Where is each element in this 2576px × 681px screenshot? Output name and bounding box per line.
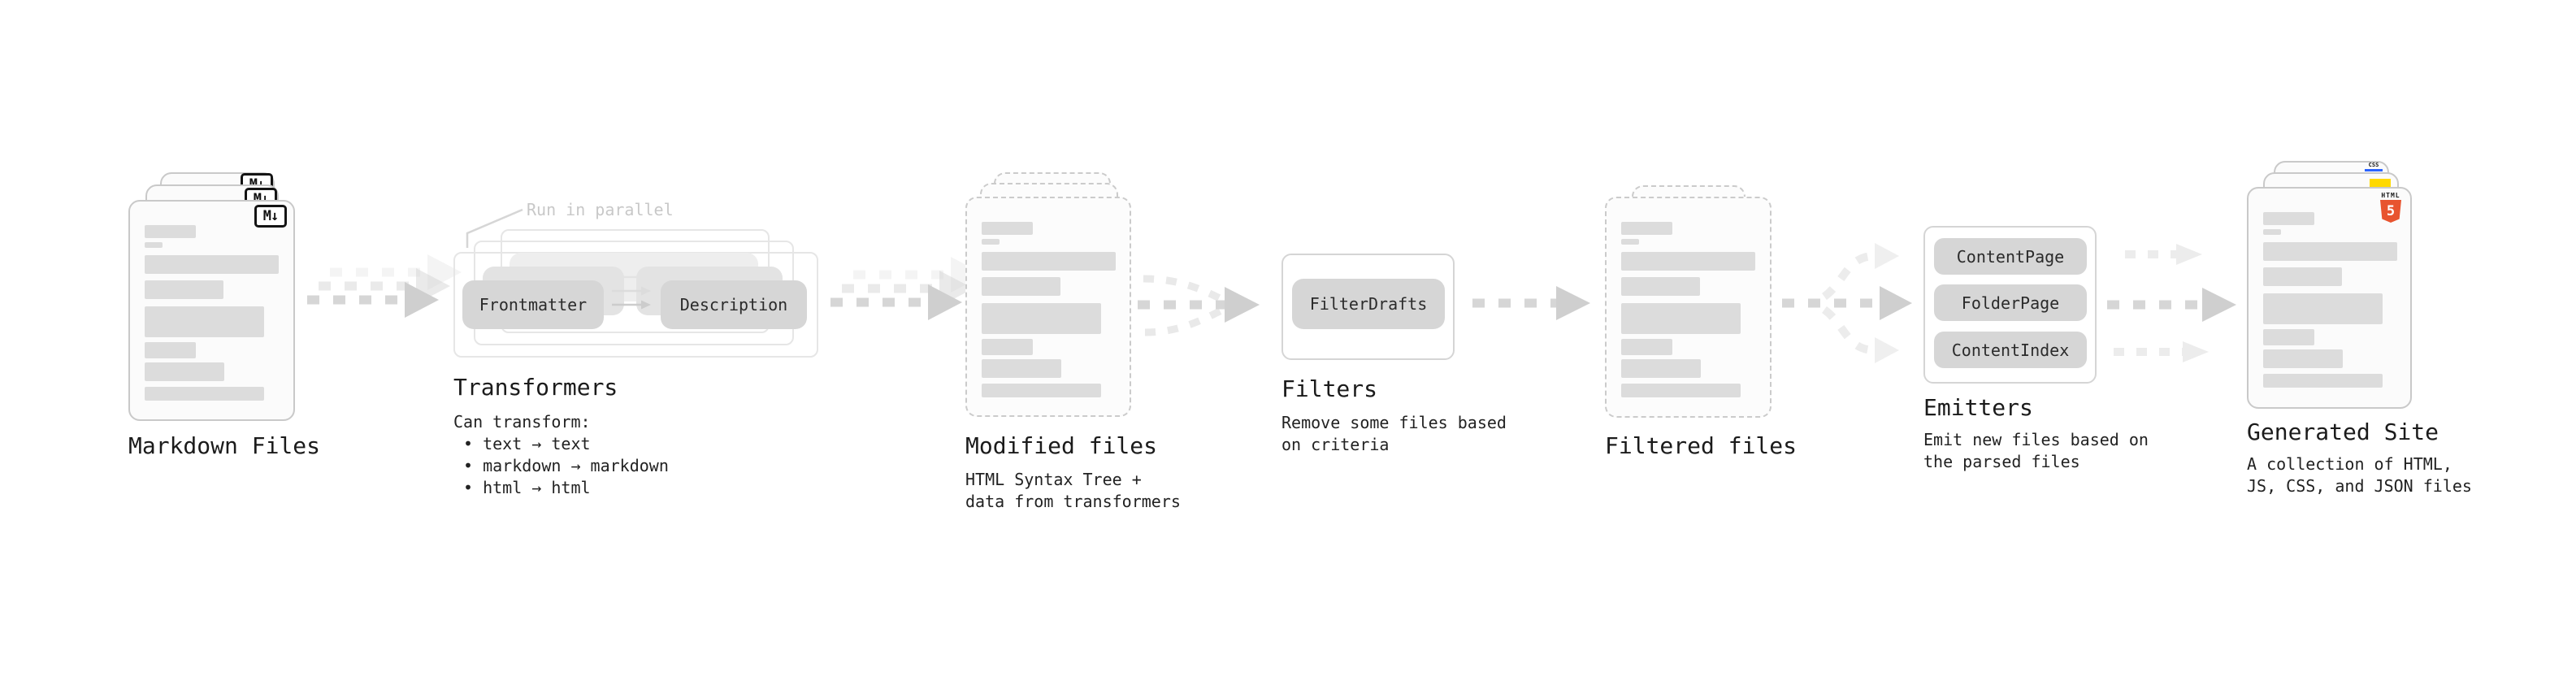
doc-text-bar	[982, 222, 1033, 235]
doc-text-bar	[2263, 242, 2397, 261]
filtered-files-label: Filtered files	[1605, 432, 1798, 459]
doc-text-bar	[982, 239, 1000, 245]
desc-line: JS, CSS, and JSON files	[2247, 476, 2472, 496]
doc-text-bar	[1621, 222, 1672, 235]
doc-text-bar	[1621, 239, 1639, 245]
arrow-merge-modified-to-filters	[1138, 275, 1260, 336]
modified-files-description: HTML Syntax Tree + data from transformer…	[965, 469, 1181, 513]
doc-text-bar	[145, 362, 224, 381]
doc-text-bar	[145, 306, 264, 337]
transformers-description: Can transform: text → text markdown → ma…	[453, 411, 669, 499]
description-pill: Description	[661, 280, 807, 329]
desc-line: on criteria	[1281, 435, 1390, 454]
generated-site-description: A collection of HTML, JS, CSS, and JSON …	[2247, 453, 2472, 497]
doc-text-bar	[982, 359, 1061, 378]
run-in-parallel-callout: Run in parallel	[527, 200, 674, 219]
html5-icon-number: 5	[2386, 203, 2396, 219]
doc-text-bar	[145, 387, 264, 401]
arrows-emitters-to-generated	[2107, 244, 2236, 362]
filters-description: Remove some files based on criteria	[1281, 412, 1507, 456]
arrow-filters-to-filtered	[1472, 286, 1590, 320]
doc-text-bar	[982, 384, 1101, 397]
arrow-markdown-to-transformers	[307, 254, 462, 318]
filterdrafts-pill: FilterDrafts	[1292, 279, 1445, 329]
modified-files-label: Modified files	[965, 432, 1158, 459]
desc-line: Emit new files based on	[1923, 430, 2149, 449]
doc-text-bar	[982, 303, 1101, 334]
doc-text-bar	[2263, 267, 2342, 286]
js-icon	[2370, 179, 2391, 188]
doc-text-bar	[1621, 359, 1701, 378]
css-icon-word: CSS	[2368, 162, 2379, 168]
contentindex-pill: ContentIndex	[1934, 332, 2087, 368]
desc-line: A collection of HTML,	[2247, 454, 2452, 474]
doc-text-bar	[982, 252, 1116, 271]
transform-flow-arrow	[612, 300, 651, 310]
desc-line: Remove some files based	[1281, 413, 1507, 432]
doc-text-bar	[1621, 303, 1741, 334]
emitters-description: Emit new files based on the parsed files	[1923, 429, 2149, 473]
frontmatter-pill: Frontmatter	[462, 280, 604, 329]
doc-text-bar	[1621, 252, 1755, 271]
folderpage-pill: FolderPage	[1934, 284, 2087, 321]
css-icon-bar	[2365, 169, 2383, 171]
markdown-icon: M↓	[254, 205, 287, 228]
generated-site-label: Generated Site	[2247, 419, 2439, 445]
doc-text-bar	[145, 342, 196, 358]
doc-text-bar	[2263, 229, 2281, 235]
transform-flow-arrow	[612, 272, 651, 282]
transformers-desc-title: Can transform:	[453, 412, 591, 432]
doc-text-bar	[1621, 277, 1700, 296]
modified-file-front	[965, 197, 1131, 417]
doc-text-bar	[2263, 212, 2314, 225]
transform-bullet: text → text	[453, 433, 669, 455]
doc-text-bar	[2263, 349, 2343, 368]
css-icon: CSS	[2365, 163, 2383, 171]
doc-text-bar	[2263, 293, 2383, 324]
doc-text-bar	[2263, 374, 2383, 388]
markdown-files-label: Markdown Files	[128, 432, 321, 459]
filtered-file-front	[1605, 197, 1772, 418]
html5-icon-word: HTML	[2381, 192, 2400, 199]
doc-text-bar	[1621, 339, 1672, 355]
desc-line: HTML Syntax Tree +	[965, 470, 1142, 489]
transformers-label: Transformers	[453, 374, 618, 401]
contentpage-pill: ContentPage	[1934, 238, 2087, 275]
emitters-label: Emitters	[1923, 394, 2033, 421]
transform-bullet: markdown → markdown	[453, 455, 669, 477]
desc-line: the parsed files	[1923, 452, 2080, 471]
html5-icon: HTML 5	[2379, 192, 2402, 223]
filters-label: Filters	[1281, 375, 1378, 402]
html5-icon-shield: 5	[2380, 200, 2401, 223]
doc-text-bar	[982, 277, 1060, 296]
arrow-fanout-filtered-to-emitters	[1782, 243, 1912, 363]
doc-text-bar	[2263, 329, 2314, 345]
markdown-file-front	[128, 200, 295, 421]
doc-text-bar	[145, 225, 196, 238]
transform-bullet: html → html	[453, 477, 669, 499]
doc-text-bar	[145, 255, 279, 274]
doc-text-bar	[982, 339, 1033, 355]
generated-html-file	[2247, 187, 2412, 409]
callout-leader-line	[466, 208, 523, 248]
arrow-transformers-to-modified	[830, 257, 985, 320]
doc-text-bar	[145, 242, 163, 248]
doc-text-bar	[145, 280, 223, 299]
doc-text-bar	[1621, 384, 1741, 397]
transform-flow-arrow	[612, 286, 651, 296]
desc-line: data from transformers	[965, 492, 1181, 511]
